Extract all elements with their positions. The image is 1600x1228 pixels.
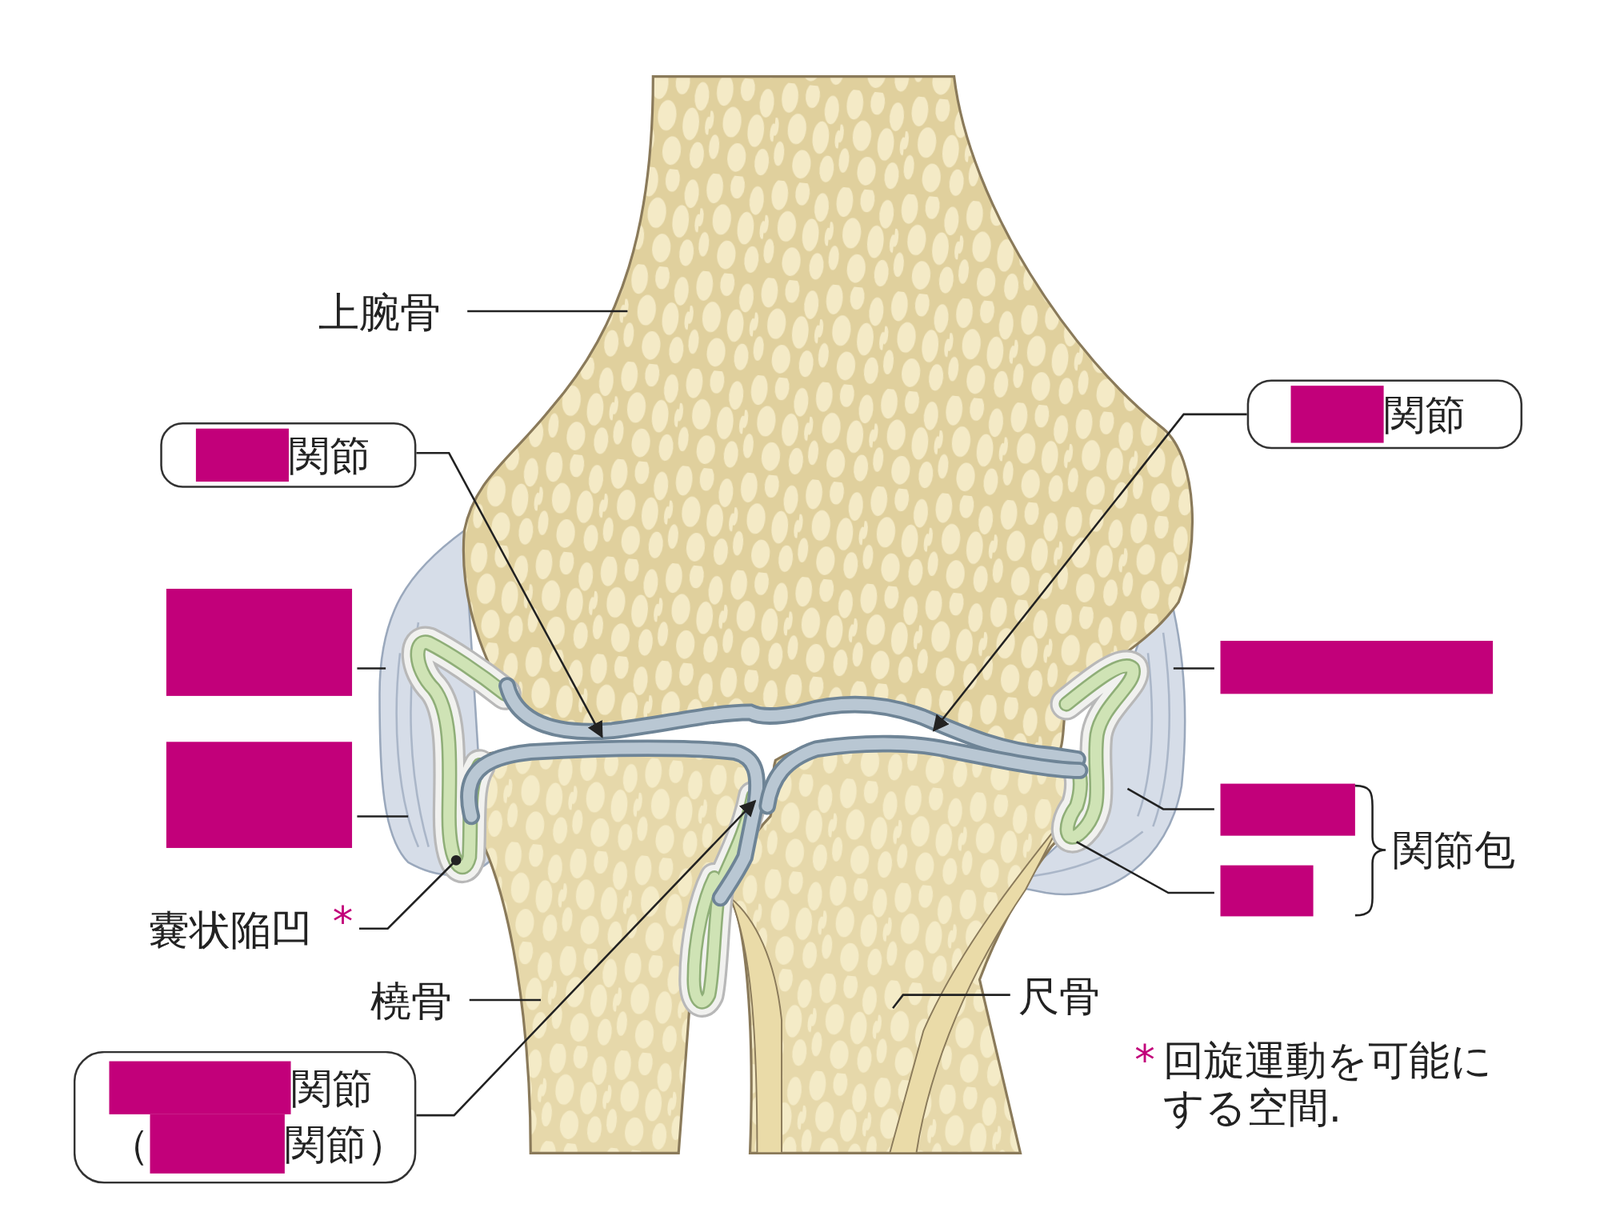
leader-lines — [416, 452, 602, 737]
leader-lines — [356, 311, 1386, 1116]
callout-text: 関節） — [284, 1121, 408, 1167]
leader-lines — [1355, 785, 1386, 916]
synovial-membrane — [417, 642, 1133, 1003]
callout-text: 関節 — [1384, 392, 1466, 437]
callout-text: （ — [108, 1121, 150, 1167]
leader-lines — [1173, 667, 1215, 670]
pointer-dot — [451, 855, 462, 866]
callout-row: 関節 — [108, 1061, 414, 1115]
leader-lines — [892, 995, 1011, 1009]
blank-box — [150, 1114, 285, 1174]
articular-cartilage — [767, 744, 1080, 807]
ulna — [729, 738, 1078, 1153]
humerus — [463, 76, 1192, 758]
bone-name: 上腕骨 — [318, 288, 441, 336]
leader-lines — [933, 414, 1248, 731]
callout-row: 関節 — [1291, 385, 1521, 443]
blank-boxes — [1220, 784, 1356, 836]
callout-box: 関節 — [160, 422, 416, 488]
asterisk-mark: * — [1134, 1036, 1156, 1084]
asterisk-mark: * — [332, 897, 354, 945]
callout-row: 関節 — [196, 428, 415, 482]
leader-lines — [416, 800, 755, 1116]
leader-lines — [469, 999, 541, 1002]
bone-name: 尺骨 — [1018, 972, 1100, 1020]
bone-name: 橈骨 — [370, 977, 452, 1025]
blank-boxes — [166, 588, 1493, 916]
blank-boxes — [1220, 865, 1314, 917]
leader-lines — [467, 310, 628, 313]
leader-lines — [356, 667, 386, 670]
blank-box — [196, 428, 289, 482]
callout-box: 関節 （ 関節） — [73, 1051, 417, 1184]
callout-box: 関節 — [1247, 379, 1523, 449]
blank-boxes — [166, 741, 352, 848]
callout-row: （ 関節） — [108, 1114, 414, 1174]
ulna — [730, 897, 782, 1153]
callout-text: 関節 — [291, 1065, 373, 1111]
leader-lines — [1076, 841, 1215, 893]
blank-boxes — [166, 588, 352, 696]
ulna — [729, 738, 1078, 1153]
note-text: 回旋運動を可能に する空間. — [1163, 1036, 1531, 1131]
articular-cartilage — [468, 748, 757, 898]
leader-lines — [356, 815, 408, 818]
ulna — [729, 738, 1078, 1153]
articular-cartilage — [767, 744, 1080, 807]
humerus — [463, 76, 1192, 758]
part-name: 関節包 — [1392, 826, 1516, 874]
blank-box — [108, 1061, 291, 1115]
leader-lines — [359, 860, 456, 928]
leader-lines — [1127, 788, 1214, 810]
articular-cartilage — [468, 685, 1080, 898]
part-name: 嚢状陥凹 — [148, 906, 312, 954]
articular-cartilage — [468, 748, 757, 898]
blank-boxes — [1220, 640, 1494, 694]
blank-box — [1291, 385, 1384, 443]
humerus — [463, 76, 1192, 758]
callout-text: 関節 — [288, 432, 371, 478]
